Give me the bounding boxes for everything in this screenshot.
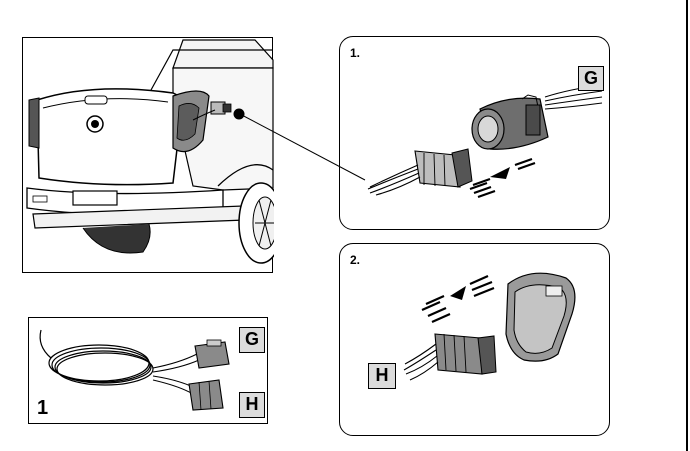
harness-part-number: 1 — [37, 397, 49, 419]
label-h-step2: H — [368, 363, 396, 389]
step-2-number: 2. — [350, 253, 361, 267]
step-1-panel: 1. G — [339, 36, 610, 230]
harness-parts-panel: 1 G H — [28, 317, 268, 424]
step-2-panel: 2. H — [339, 243, 610, 436]
label-g: G — [578, 66, 604, 91]
label-h-parts: H — [239, 392, 265, 418]
step-1-number: 1. — [350, 46, 361, 60]
vehicle-rear-illustration — [22, 37, 274, 273]
page-edge-line — [686, 0, 688, 451]
label-g-parts: G — [239, 327, 265, 353]
